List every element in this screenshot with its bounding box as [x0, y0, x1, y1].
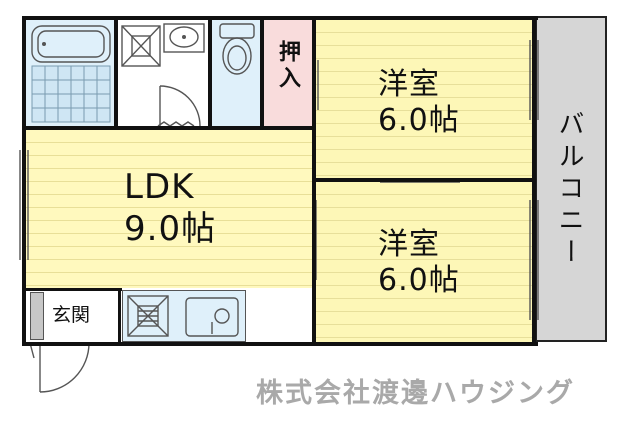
wash-basin-icon: [163, 23, 205, 53]
entrance-label: 玄関: [52, 304, 91, 326]
western-room-top: [316, 20, 534, 180]
balcony-area: [535, 16, 607, 342]
kitchen-sink-icon: [185, 297, 239, 337]
wall-left: [22, 16, 26, 346]
western-room-bottom-size: 6.0帖: [378, 263, 460, 298]
bath-tile-floor-icon: [31, 65, 111, 123]
western-room-top-size: 6.0帖: [378, 103, 460, 138]
wall-right-inner: [532, 16, 536, 346]
entrance-step: [30, 292, 44, 340]
entrance-door-icon: [29, 342, 90, 393]
wall-entrance-top: [22, 288, 122, 291]
storage-closet: [264, 20, 314, 126]
storage-label: 押入: [275, 40, 300, 92]
ldk-size: 9.0帖: [124, 209, 217, 249]
stove-icon: [127, 295, 169, 337]
wall-western-split: [312, 178, 534, 182]
western-room-bottom: [316, 182, 534, 342]
western-room-bottom-name: 洋室: [378, 227, 440, 262]
sliding-window-marks: [19, 40, 539, 320]
wall-toilet-split: [260, 16, 264, 128]
washroom-door-swing-icon: [159, 85, 201, 127]
western-room-top-name: 洋室: [378, 67, 440, 102]
bathtub-icon: [31, 25, 111, 63]
room-door-marks: [315, 60, 460, 280]
wall-top: [22, 16, 538, 20]
balcony-label: バルコニー: [554, 110, 584, 270]
wall-entrance-right: [118, 288, 121, 344]
toilet-icon: [219, 23, 255, 75]
wall-wash-split: [208, 16, 212, 128]
company-watermark: 株式会社渡邊ハウジング: [256, 378, 575, 409]
wall-bath-split: [114, 16, 118, 128]
washing-machine-pan-icon: [121, 25, 161, 67]
ldk-name: LDK: [124, 167, 195, 207]
ldk-room: [26, 130, 314, 288]
wall-wet-bottom: [22, 126, 314, 130]
wall-bottom: [22, 342, 538, 346]
